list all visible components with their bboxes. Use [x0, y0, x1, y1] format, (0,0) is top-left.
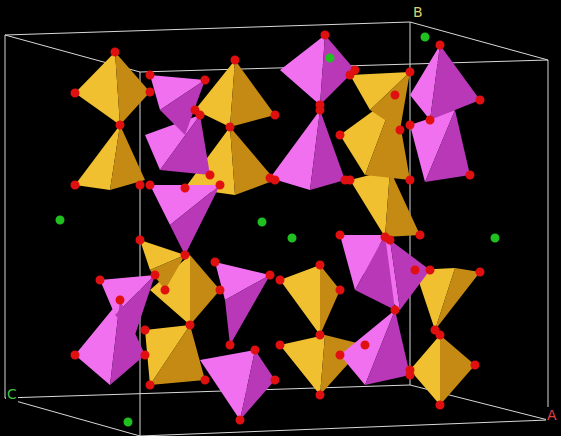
cation-atoms: [56, 33, 500, 427]
oxygen-atoms: [70, 31, 484, 425]
axis-label-b: B: [412, 4, 424, 20]
tetrahedron-pink-dark: [110, 35, 480, 420]
axis-label-a: A: [546, 407, 558, 423]
axis-label-c: C: [6, 386, 18, 402]
unit-cell: [5, 22, 548, 436]
unit-cell-edges: [5, 22, 548, 436]
